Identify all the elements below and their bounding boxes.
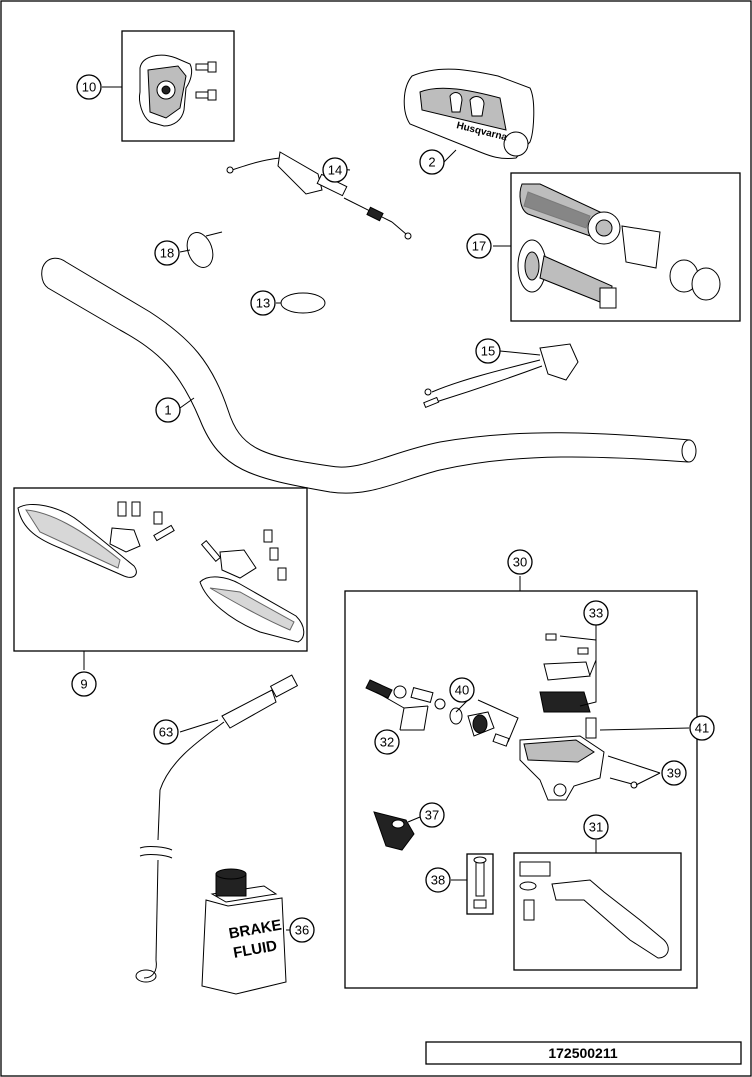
callout-41: 41 [689, 715, 715, 741]
box-9 [13, 487, 308, 652]
callout-1: 1 [155, 397, 181, 423]
svg-text:37: 37 [425, 808, 439, 823]
svg-text:10: 10 [82, 80, 96, 95]
box-30 [344, 590, 698, 989]
callout-32: 32 [374, 729, 400, 755]
svg-text:15: 15 [481, 344, 495, 359]
svg-text:18: 18 [160, 246, 174, 261]
o-ring [280, 292, 326, 314]
svg-text:2: 2 [428, 155, 435, 170]
callout-63: 63 [153, 719, 179, 745]
callout-18: 18 [154, 240, 180, 266]
callout-40: 40 [449, 677, 475, 703]
leader-lines [83, 86, 690, 931]
svg-text:17: 17 [472, 239, 486, 254]
callout-39: 39 [661, 760, 687, 786]
svg-text:39: 39 [667, 766, 681, 781]
drawing-number: 172500211 [548, 1045, 618, 1061]
brake-lever [519, 861, 669, 959]
callout-37: 37 [419, 802, 445, 828]
svg-text:41: 41 [695, 721, 709, 736]
bleed-screw-38 [466, 853, 494, 915]
handguard-screws [117, 501, 287, 581]
svg-text:9: 9 [80, 677, 87, 692]
svg-text:13: 13 [256, 296, 270, 311]
callout-9: 9 [71, 671, 97, 697]
svg-text:14: 14 [328, 163, 342, 178]
svg-text:63: 63 [159, 725, 173, 740]
switch-housing [139, 54, 217, 127]
callout-17: 17 [466, 233, 492, 259]
cable-tie [186, 231, 223, 268]
svg-text:38: 38 [431, 873, 445, 888]
callout-10: 10 [76, 74, 102, 100]
svg-text:33: 33 [589, 606, 603, 621]
handlebar [41, 257, 697, 494]
box-10 [121, 30, 235, 142]
kill-switch [423, 343, 579, 409]
brake-hose [135, 674, 299, 983]
callout-33: 33 [583, 600, 609, 626]
box-17 [510, 172, 741, 322]
svg-text:32: 32 [380, 735, 394, 750]
box-31 [513, 852, 682, 971]
brake-fluid-bottle: BRAKE FLUID [201, 868, 287, 995]
callout-36: 36 [289, 917, 315, 943]
callout-13: 13 [250, 290, 276, 316]
svg-text:1: 1 [164, 403, 171, 418]
cover-37 [373, 811, 415, 851]
handguard-right [199, 539, 305, 643]
handlebar-pad: Husqvarna [403, 68, 535, 159]
master-cylinder-parts [365, 633, 638, 801]
svg-text:40: 40 [455, 683, 469, 698]
callout-38: 38 [425, 867, 451, 893]
svg-text:36: 36 [295, 923, 309, 938]
throttle-cable [226, 151, 412, 240]
callout-14: 14 [322, 157, 348, 183]
svg-text:31: 31 [589, 820, 603, 835]
drawing-number-box: 172500211 [425, 1041, 742, 1065]
handlebar-grips [517, 183, 721, 309]
callout-31: 31 [583, 814, 609, 840]
callout-15: 15 [475, 338, 501, 364]
svg-text:30: 30 [513, 555, 527, 570]
callout-30: 30 [507, 549, 533, 575]
handguard-left [17, 504, 175, 578]
callout-2: 2 [419, 149, 445, 175]
